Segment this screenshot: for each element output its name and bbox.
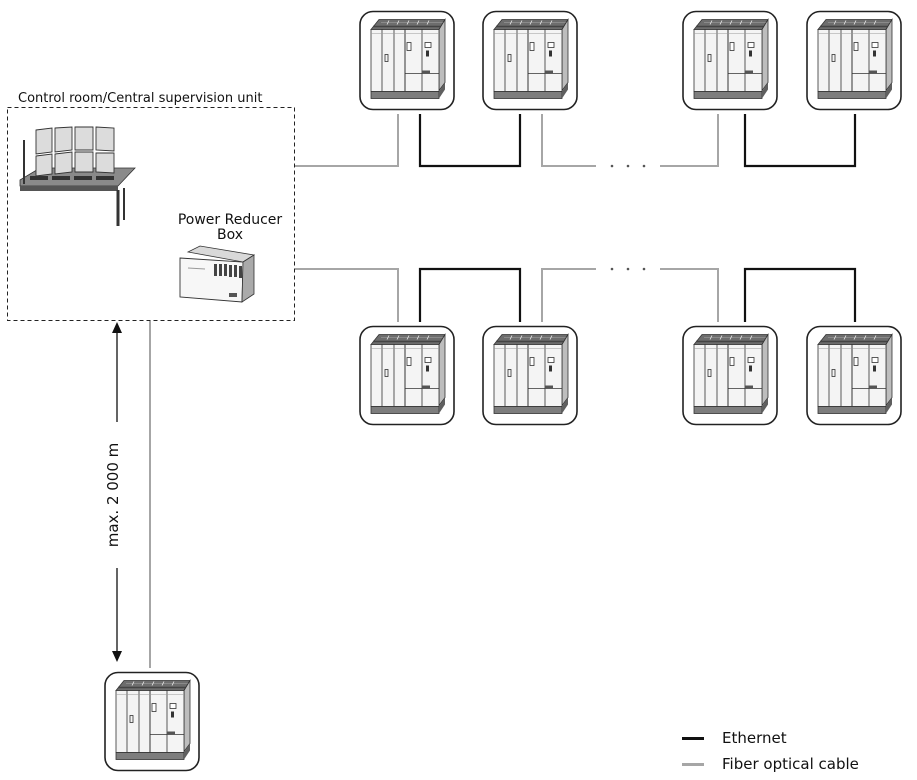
inverter-upper-3 bbox=[682, 10, 778, 111]
lower-network-cables bbox=[295, 267, 857, 322]
legend-ethernet: Ethernet bbox=[682, 729, 787, 747]
inverter-remote bbox=[104, 671, 200, 772]
power-reducer-box-label-line1: Power Reducer bbox=[177, 212, 283, 228]
distance-dimension-arrow bbox=[112, 322, 122, 662]
inverter-upper-2 bbox=[482, 10, 578, 111]
upper-network-cables bbox=[295, 114, 857, 168]
inverter-lower-3 bbox=[682, 325, 778, 426]
legend-fiber-label: Fiber optical cable bbox=[722, 755, 859, 773]
inverter-upper-1 bbox=[359, 10, 455, 111]
legend-ethernet-label: Ethernet bbox=[722, 729, 787, 747]
inverter-lower-1 bbox=[359, 325, 455, 426]
power-reducer-box-label-line2: Box bbox=[216, 227, 244, 243]
power-reducer-box-label: Power Reducer Box bbox=[160, 213, 300, 243]
inverter-lower-2 bbox=[482, 325, 578, 426]
control-room-label: Control room/Central supervision unit bbox=[18, 91, 263, 106]
legend-fiber-swatch bbox=[682, 762, 704, 766]
control-desk-image bbox=[19, 126, 136, 226]
inverter-upper-4 bbox=[806, 10, 902, 111]
distance-label: max. 2 000 m bbox=[104, 442, 122, 548]
control-room-box bbox=[7, 107, 295, 321]
legend-fiber: Fiber optical cable bbox=[682, 755, 859, 773]
legend-ethernet-swatch bbox=[682, 736, 704, 740]
power-reducer-box-image bbox=[179, 245, 256, 303]
inverter-lower-4 bbox=[806, 325, 902, 426]
